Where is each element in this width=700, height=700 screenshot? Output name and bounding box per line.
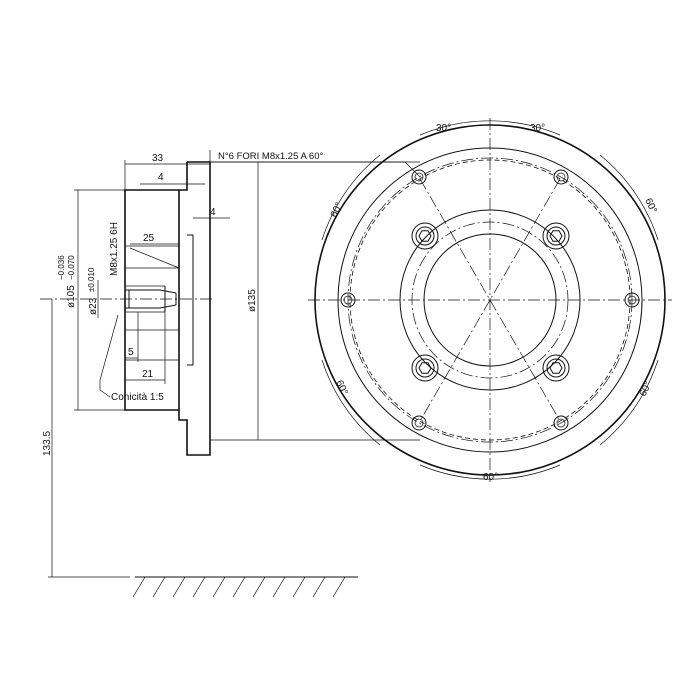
thread-label: M8x1.25 6H [109,222,120,276]
angle-60-top-right: 60° [642,197,658,215]
dim-21: 21 [142,369,154,380]
flange-outline [178,161,211,456]
front-view: ø135 N°6 FORI M8x1.25 A 60° [210,118,672,483]
socket-screws [411,222,570,382]
dim-25: 25 [143,233,155,244]
dim-d23: ø23 [88,297,99,315]
hole-note: N°6 FORI M8x1.25 A 60° [218,151,323,162]
dim-d105-tol-up: −0.036 [57,255,66,280]
side-view: 33 4 4 25 5 21 Conicità 1:5 ø105 −0.036 … [40,150,230,578]
dim-133-5: 133.5 [42,431,53,456]
dim-5: 5 [128,347,134,358]
angle-60-bot-right: 60° [638,380,654,398]
threaded-holes [340,169,640,431]
dim-d105-tol-lo: −0.070 [67,255,76,280]
angle-30-left: 30° [436,123,451,134]
angle-60-top-left: 60° [329,201,345,219]
dim-4-right: 4 [210,207,216,218]
angle-60-bottom: 60° [483,472,498,483]
spigot [187,234,194,366]
angle-30-right: 30° [530,123,545,134]
dim-33: 33 [152,153,164,164]
angle-60-bot-left: 60° [333,379,349,397]
hub-outline [124,189,179,411]
dim-d135: ø135 [247,289,258,312]
conicity-label: Conicità 1:5 [111,392,164,403]
dim-d23-tol: ±0.010 [87,267,96,292]
dim-d105: ø105 [66,285,77,308]
dim-4-top: 4 [158,172,164,183]
ground-symbol [132,576,358,598]
